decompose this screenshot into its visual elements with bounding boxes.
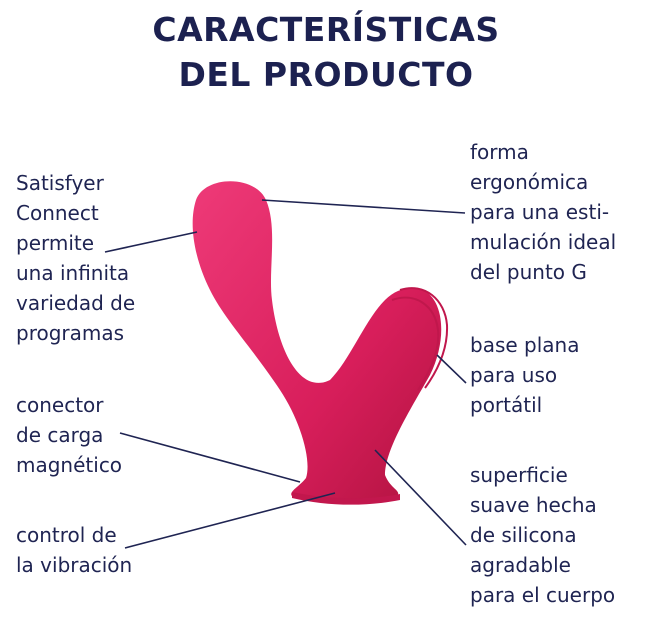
callout-base-line: base plana bbox=[470, 333, 580, 357]
product-body bbox=[192, 181, 442, 501]
callout-app: Satisfyer Connect permite una infinita v… bbox=[16, 168, 135, 348]
callout-control-line: la vibración bbox=[16, 553, 133, 577]
callout-shape-line: para una esti- bbox=[470, 200, 610, 224]
callout-shape-line: del punto G bbox=[470, 260, 587, 284]
callout-app-line: permite bbox=[16, 231, 95, 255]
callout-line-app bbox=[104, 231, 198, 253]
callout-line-base bbox=[436, 354, 467, 384]
callout-app-line: Connect bbox=[16, 201, 99, 225]
callout-surface-line: para el cuerpo bbox=[470, 583, 616, 607]
callout-base: base plana para uso portátil bbox=[470, 330, 579, 420]
callout-surface-line: superficie bbox=[470, 463, 568, 487]
callout-app-line: Satisfyer bbox=[16, 171, 104, 195]
callout-line-control bbox=[124, 492, 336, 549]
callout-charger-line: conector bbox=[16, 393, 104, 417]
callout-line-surface bbox=[374, 449, 467, 546]
callout-surface-line: suave hecha bbox=[470, 493, 597, 517]
callout-line-charger bbox=[119, 432, 301, 483]
callout-control: control de la vibración bbox=[16, 520, 132, 580]
callout-charger-line: de carga bbox=[16, 423, 104, 447]
product-base bbox=[292, 492, 400, 505]
product-ridge-1 bbox=[391, 296, 440, 391]
callout-surface-line: de silicona bbox=[470, 523, 577, 547]
callout-shape-line: forma bbox=[470, 140, 529, 164]
title-line-1: CARACTERÍSTICAS bbox=[152, 10, 500, 49]
callout-app-line: una infinita bbox=[16, 261, 130, 285]
product-ridge-2 bbox=[399, 287, 449, 389]
callout-shape-line: mulación ideal bbox=[470, 230, 617, 254]
callout-surface-line: agradable bbox=[470, 553, 571, 577]
callout-surface: superficie suave hecha de silicona agrad… bbox=[470, 460, 615, 610]
callout-app-line: programas bbox=[16, 321, 125, 345]
callout-line-shape bbox=[261, 199, 466, 214]
callout-base-line: portátil bbox=[470, 393, 543, 417]
callout-control-line: control de bbox=[16, 523, 117, 547]
callout-charger: conector de carga magnético bbox=[16, 390, 122, 480]
callout-shape-line: ergonómica bbox=[470, 170, 589, 194]
callout-base-line: para uso bbox=[470, 363, 558, 387]
title-line-2: DEL PRODUCTO bbox=[178, 55, 474, 94]
callout-shape: forma ergonómica para una esti- mulación… bbox=[470, 137, 616, 287]
callout-app-line: variedad de bbox=[16, 291, 136, 315]
callout-charger-line: magnético bbox=[16, 453, 123, 477]
